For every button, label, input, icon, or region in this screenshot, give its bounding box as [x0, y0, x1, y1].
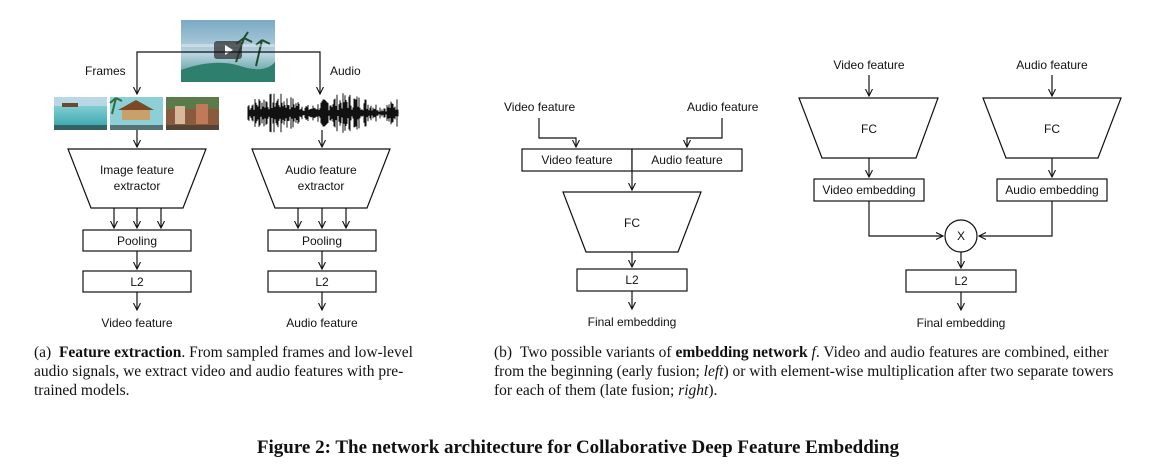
- concat-audio-feature-box: [631, 148, 743, 172]
- late-fc-video-label: FC: [861, 122, 877, 136]
- early-audio-input-label: Audio feature: [687, 100, 759, 114]
- late-audio-input-label: Audio feature: [1016, 58, 1088, 72]
- audio-feature-output: Audio feature: [286, 316, 358, 330]
- frames-label: Frames: [85, 64, 126, 78]
- frame-thumbnail-1: [54, 97, 107, 130]
- caption-b-mid: ) or with element-wise multiplication af…: [494, 363, 1114, 399]
- concat-video-feature-label: Video feature: [541, 153, 612, 167]
- caption-b-italic-left: left: [703, 363, 724, 380]
- caption-b: (b) Two possible variants of embedding n…: [494, 343, 1134, 400]
- l2-label-audio: L2: [315, 275, 329, 289]
- image-extractor-line-2: extractor: [114, 179, 161, 193]
- early-l2-label: L2: [625, 273, 639, 287]
- caption-b-pre: Two possible variants of: [519, 344, 672, 361]
- frame-thumbnail-3: [166, 97, 219, 130]
- panel-a-feature-extraction: Frames Audio: [54, 20, 399, 330]
- concat-audio-feature-label: Audio feature: [651, 153, 723, 167]
- late-fc-audio-label: FC: [1044, 122, 1060, 136]
- caption-a-tag: (a): [34, 344, 52, 361]
- caption-b-text: . Video and audio features are combined,…: [494, 344, 1109, 380]
- waveform-strokes: [247, 93, 399, 133]
- caption-b-tag: (b): [494, 344, 513, 361]
- pooling-label-audio: Pooling: [302, 234, 342, 248]
- play-button-icon: [214, 41, 242, 59]
- frame-thumbnails: [54, 97, 219, 130]
- caption-b-italic-right: right: [678, 382, 709, 399]
- caption-b-bold: embedding network: [675, 344, 808, 361]
- audio-extractor-line-1: Audio feature: [285, 163, 357, 177]
- audio-label: Audio: [330, 64, 361, 78]
- pooling-label-video: Pooling: [117, 234, 157, 248]
- caption-a: (a) Feature extraction. From sampled fra…: [34, 343, 434, 400]
- caption-b-end: ).: [708, 382, 718, 399]
- late-fc-video: [798, 97, 939, 159]
- image-extractor-line-1: Image feature: [100, 163, 174, 177]
- panel-b-late-fusion: Video feature Audio feature FC FC Video …: [798, 58, 1122, 330]
- multiply-symbol: X: [957, 229, 965, 243]
- early-final-embedding-label: Final embedding: [588, 315, 677, 329]
- late-fc-audio: [982, 97, 1122, 159]
- late-final-embedding-label: Final embedding: [917, 316, 1006, 330]
- l2-label-video: L2: [130, 275, 144, 289]
- late-video-input-label: Video feature: [833, 58, 904, 72]
- caption-a-text: . From sampled frames and low-level audi…: [34, 344, 413, 399]
- caption-a-bold: Feature extraction: [58, 344, 182, 361]
- audio-extractor-line-2: extractor: [298, 179, 345, 193]
- image-feature-extractor: [67, 148, 207, 209]
- early-video-input-label: Video feature: [504, 100, 575, 114]
- early-fc-label: FC: [624, 216, 640, 230]
- video-thumbnail: [181, 20, 275, 82]
- late-l2-label: L2: [954, 274, 968, 288]
- figure-title: Figure 2: The network architecture for C…: [256, 437, 900, 458]
- video-feature-output: Video feature: [101, 316, 172, 330]
- audio-feature-extractor: [251, 148, 391, 209]
- panel-b-early-fusion: Video feature Audio feature Video featur…: [504, 100, 759, 329]
- video-embedding-label: Video embedding: [822, 183, 915, 197]
- caption-b-math: f: [811, 344, 816, 361]
- frame-thumbnail-2: [109, 97, 163, 130]
- early-fc-layer: [562, 191, 702, 253]
- audio-waveform: [247, 93, 399, 133]
- audio-embedding-label: Audio embedding: [1005, 183, 1098, 197]
